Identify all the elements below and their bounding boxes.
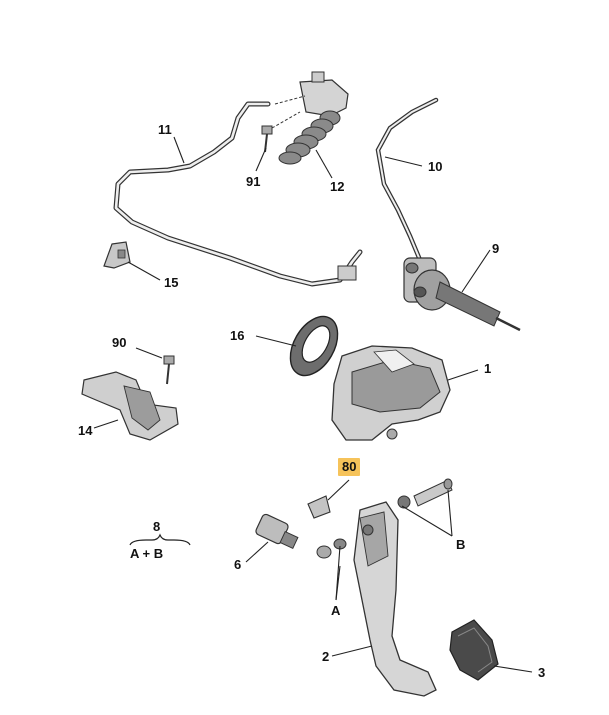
bracket-14-part — [81, 371, 179, 441]
callout-15: 15 — [164, 275, 179, 290]
pedal-bracket-part — [331, 345, 451, 441]
clip-80-part — [307, 495, 331, 519]
leader-lines — [93, 136, 533, 673]
switch-6-part — [255, 513, 299, 550]
seal-16-part — [289, 315, 339, 377]
callout-80-highlighted: 80 — [338, 458, 361, 476]
screw-91-part — [261, 125, 273, 153]
callout-12: 12 — [330, 179, 345, 194]
brace-symbol — [129, 533, 191, 546]
pedal-pad-part — [449, 619, 499, 681]
clip-15-part — [103, 241, 131, 269]
screw-90-part — [163, 355, 175, 385]
callout-8-subtitle: A + B — [130, 546, 164, 561]
callout-2: 2 — [322, 649, 330, 664]
callout-16: 16 — [230, 328, 245, 343]
callout-1: 1 — [484, 361, 492, 376]
callout-a: A — [331, 603, 341, 618]
callout-10: 10 — [428, 159, 443, 174]
master-cylinder-part — [278, 71, 349, 165]
callout-14: 14 — [78, 423, 93, 438]
callout-6: 6 — [234, 557, 242, 572]
clutch-pedal-part — [353, 501, 437, 697]
callout-8: 8 — [153, 519, 161, 534]
clutch-cable-part — [375, 97, 439, 263]
callout-3: 3 — [538, 665, 546, 680]
bushings-b-part — [397, 478, 453, 509]
callout-b: B — [456, 537, 466, 552]
slave-cylinder-part — [403, 257, 521, 332]
callout-9: 9 — [492, 241, 500, 256]
callout-11: 11 — [158, 122, 172, 137]
callout-91: 91 — [246, 174, 261, 189]
callout-90: 90 — [112, 335, 127, 350]
bushings-a-part — [316, 538, 347, 559]
